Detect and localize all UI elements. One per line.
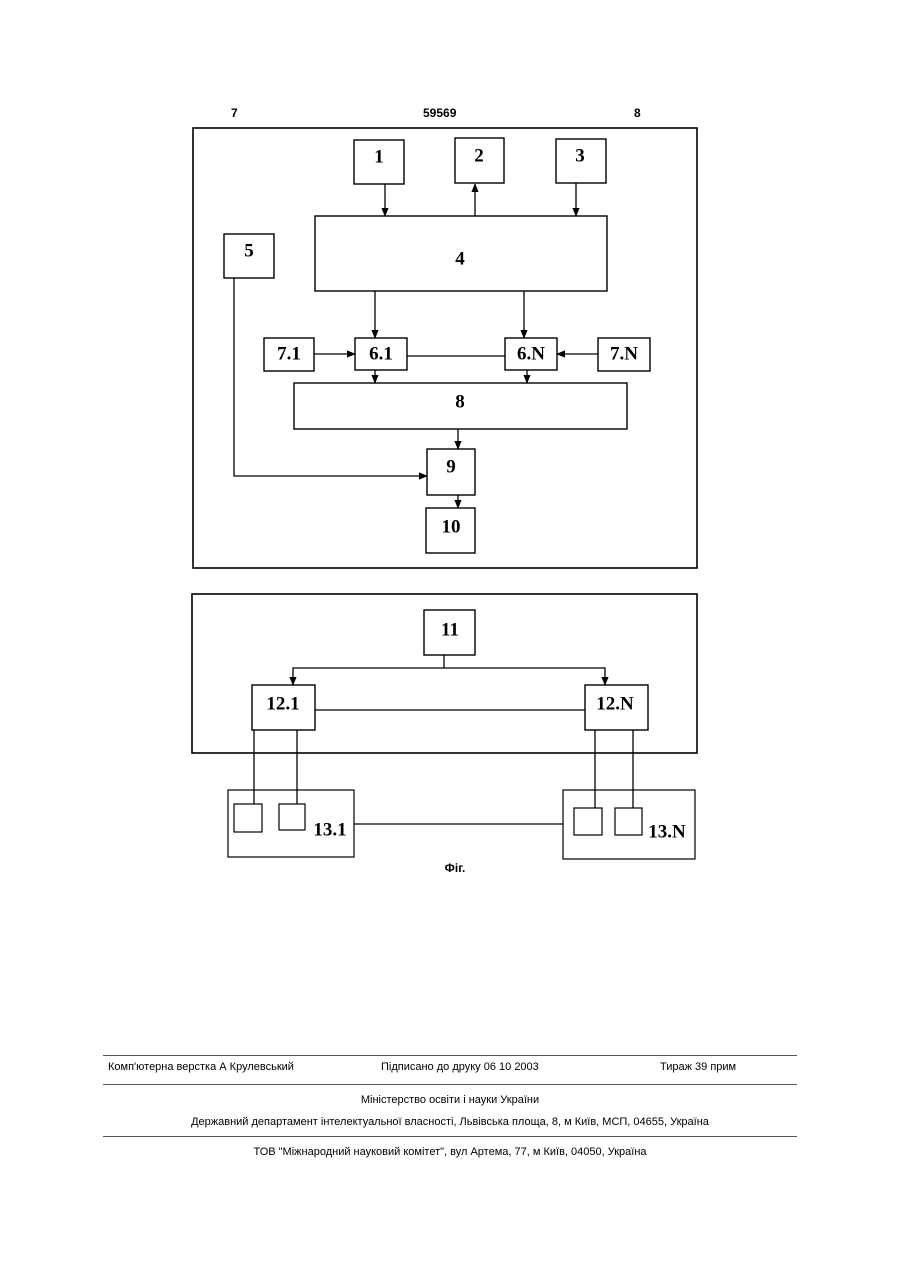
block-7-N-label: 7.N bbox=[610, 344, 638, 365]
connector-5-9 bbox=[234, 278, 427, 476]
block-8-label: 8 bbox=[455, 392, 465, 413]
ministry-line: Міністерство освіти і науки України bbox=[0, 1094, 900, 1106]
publisher-line: ТОВ "Міжнародний науковий комітет", вул … bbox=[0, 1146, 900, 1158]
block-10-label: 10 bbox=[442, 517, 461, 538]
block-11-label: 11 bbox=[441, 620, 459, 641]
connector-11-12-N bbox=[444, 668, 605, 685]
sub-block-13-1-b bbox=[279, 804, 305, 830]
colophon-rule-top bbox=[103, 1055, 797, 1056]
block-3-label: 3 bbox=[575, 146, 585, 167]
sub-block-13-1-a bbox=[234, 804, 262, 832]
block-13-1-label: 13.1 bbox=[313, 820, 346, 841]
block-2-label: 2 bbox=[474, 146, 484, 167]
block-7-1-label: 7.1 bbox=[277, 344, 301, 365]
block-1-label: 1 bbox=[374, 147, 384, 168]
circulation: Тираж 39 прим bbox=[660, 1061, 736, 1073]
block-6-1-label: 6.1 bbox=[369, 344, 393, 365]
block-6-N-label: 6.N bbox=[517, 344, 545, 365]
sub-block-13-N-a bbox=[574, 808, 602, 835]
colophon-rule-middle bbox=[103, 1084, 797, 1085]
block-12-N-label: 12.N bbox=[596, 694, 634, 715]
block-diagram: 1 2 3 4 5 7.1 6.1 6.N 7.N 8 9 10 11 12.1… bbox=[0, 0, 900, 900]
block-4-label: 4 bbox=[455, 249, 465, 270]
block-9-label: 9 bbox=[446, 457, 456, 478]
lower-frame bbox=[192, 594, 697, 753]
colophon-rule-bottom bbox=[103, 1136, 797, 1137]
figure-caption: Фіг. bbox=[445, 861, 466, 875]
block-13-N-label: 13.N bbox=[648, 822, 686, 843]
signed-date: Підписано до друку 06 10 2003 bbox=[381, 1061, 539, 1073]
sub-block-13-N-b bbox=[615, 808, 642, 835]
connector-11-12-1 bbox=[293, 668, 444, 685]
department-line: Державний департамент інтелектуальної вл… bbox=[0, 1116, 900, 1128]
block-12-1-label: 12.1 bbox=[266, 694, 299, 715]
typesetting-credit: Комп'ютерна верстка А Крулевський bbox=[108, 1061, 294, 1073]
block-5-label: 5 bbox=[244, 241, 254, 262]
